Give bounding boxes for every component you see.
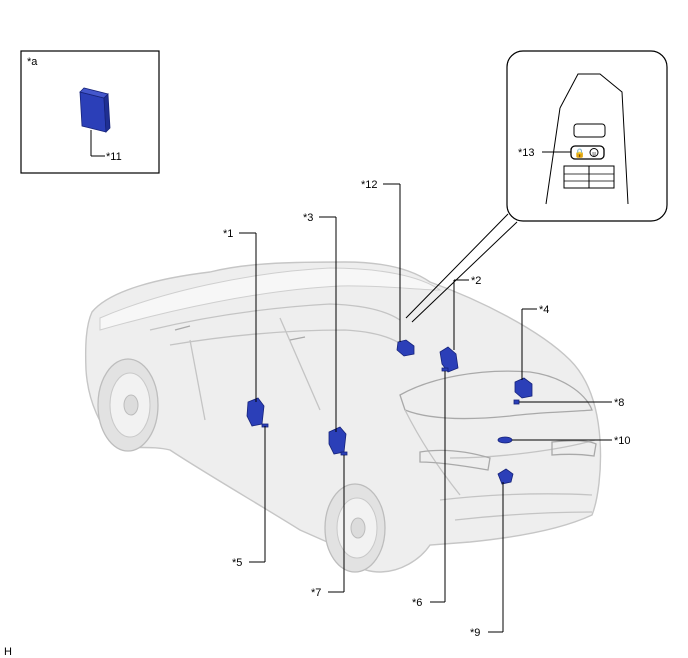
label-11: *11 [106, 151, 122, 163]
part-3 [328, 426, 347, 455]
part-8 [513, 399, 520, 405]
lock-icon: 🔒 [574, 148, 585, 158]
rear-wheel [97, 358, 159, 452]
front-wheel [324, 483, 386, 573]
part-10 [497, 436, 513, 444]
inset-a: *a *11 [20, 50, 160, 174]
label-13: *13 [518, 147, 535, 159]
part-2 [439, 346, 459, 373]
label-4: *4 [539, 304, 549, 316]
corner-mark: H [4, 646, 12, 658]
label-2: *2 [471, 275, 481, 287]
inset-switch-panel: 🔒 u *13 [405, 50, 668, 323]
label-9: *9 [470, 627, 480, 639]
part-1 [246, 397, 265, 427]
label-1: *1 [223, 228, 233, 240]
label-5: *5 [232, 557, 242, 569]
label-7: *7 [311, 587, 321, 599]
ecu-module [79, 87, 111, 133]
inset-a-label: *a [27, 56, 38, 68]
unlock-icon: u [592, 152, 595, 158]
vehicle-illustration [84, 261, 602, 573]
label-3: *3 [303, 212, 313, 224]
part-6 [441, 367, 449, 372]
part-4 [514, 377, 533, 399]
part-7 [340, 451, 348, 456]
label-8: *8 [614, 397, 624, 409]
label-6: *6 [412, 597, 422, 609]
label-10: *10 [614, 435, 631, 447]
part-12 [396, 339, 415, 357]
label-12: *12 [361, 179, 378, 191]
lock-switch: 🔒 u [570, 145, 605, 160]
part-9 [497, 468, 514, 485]
